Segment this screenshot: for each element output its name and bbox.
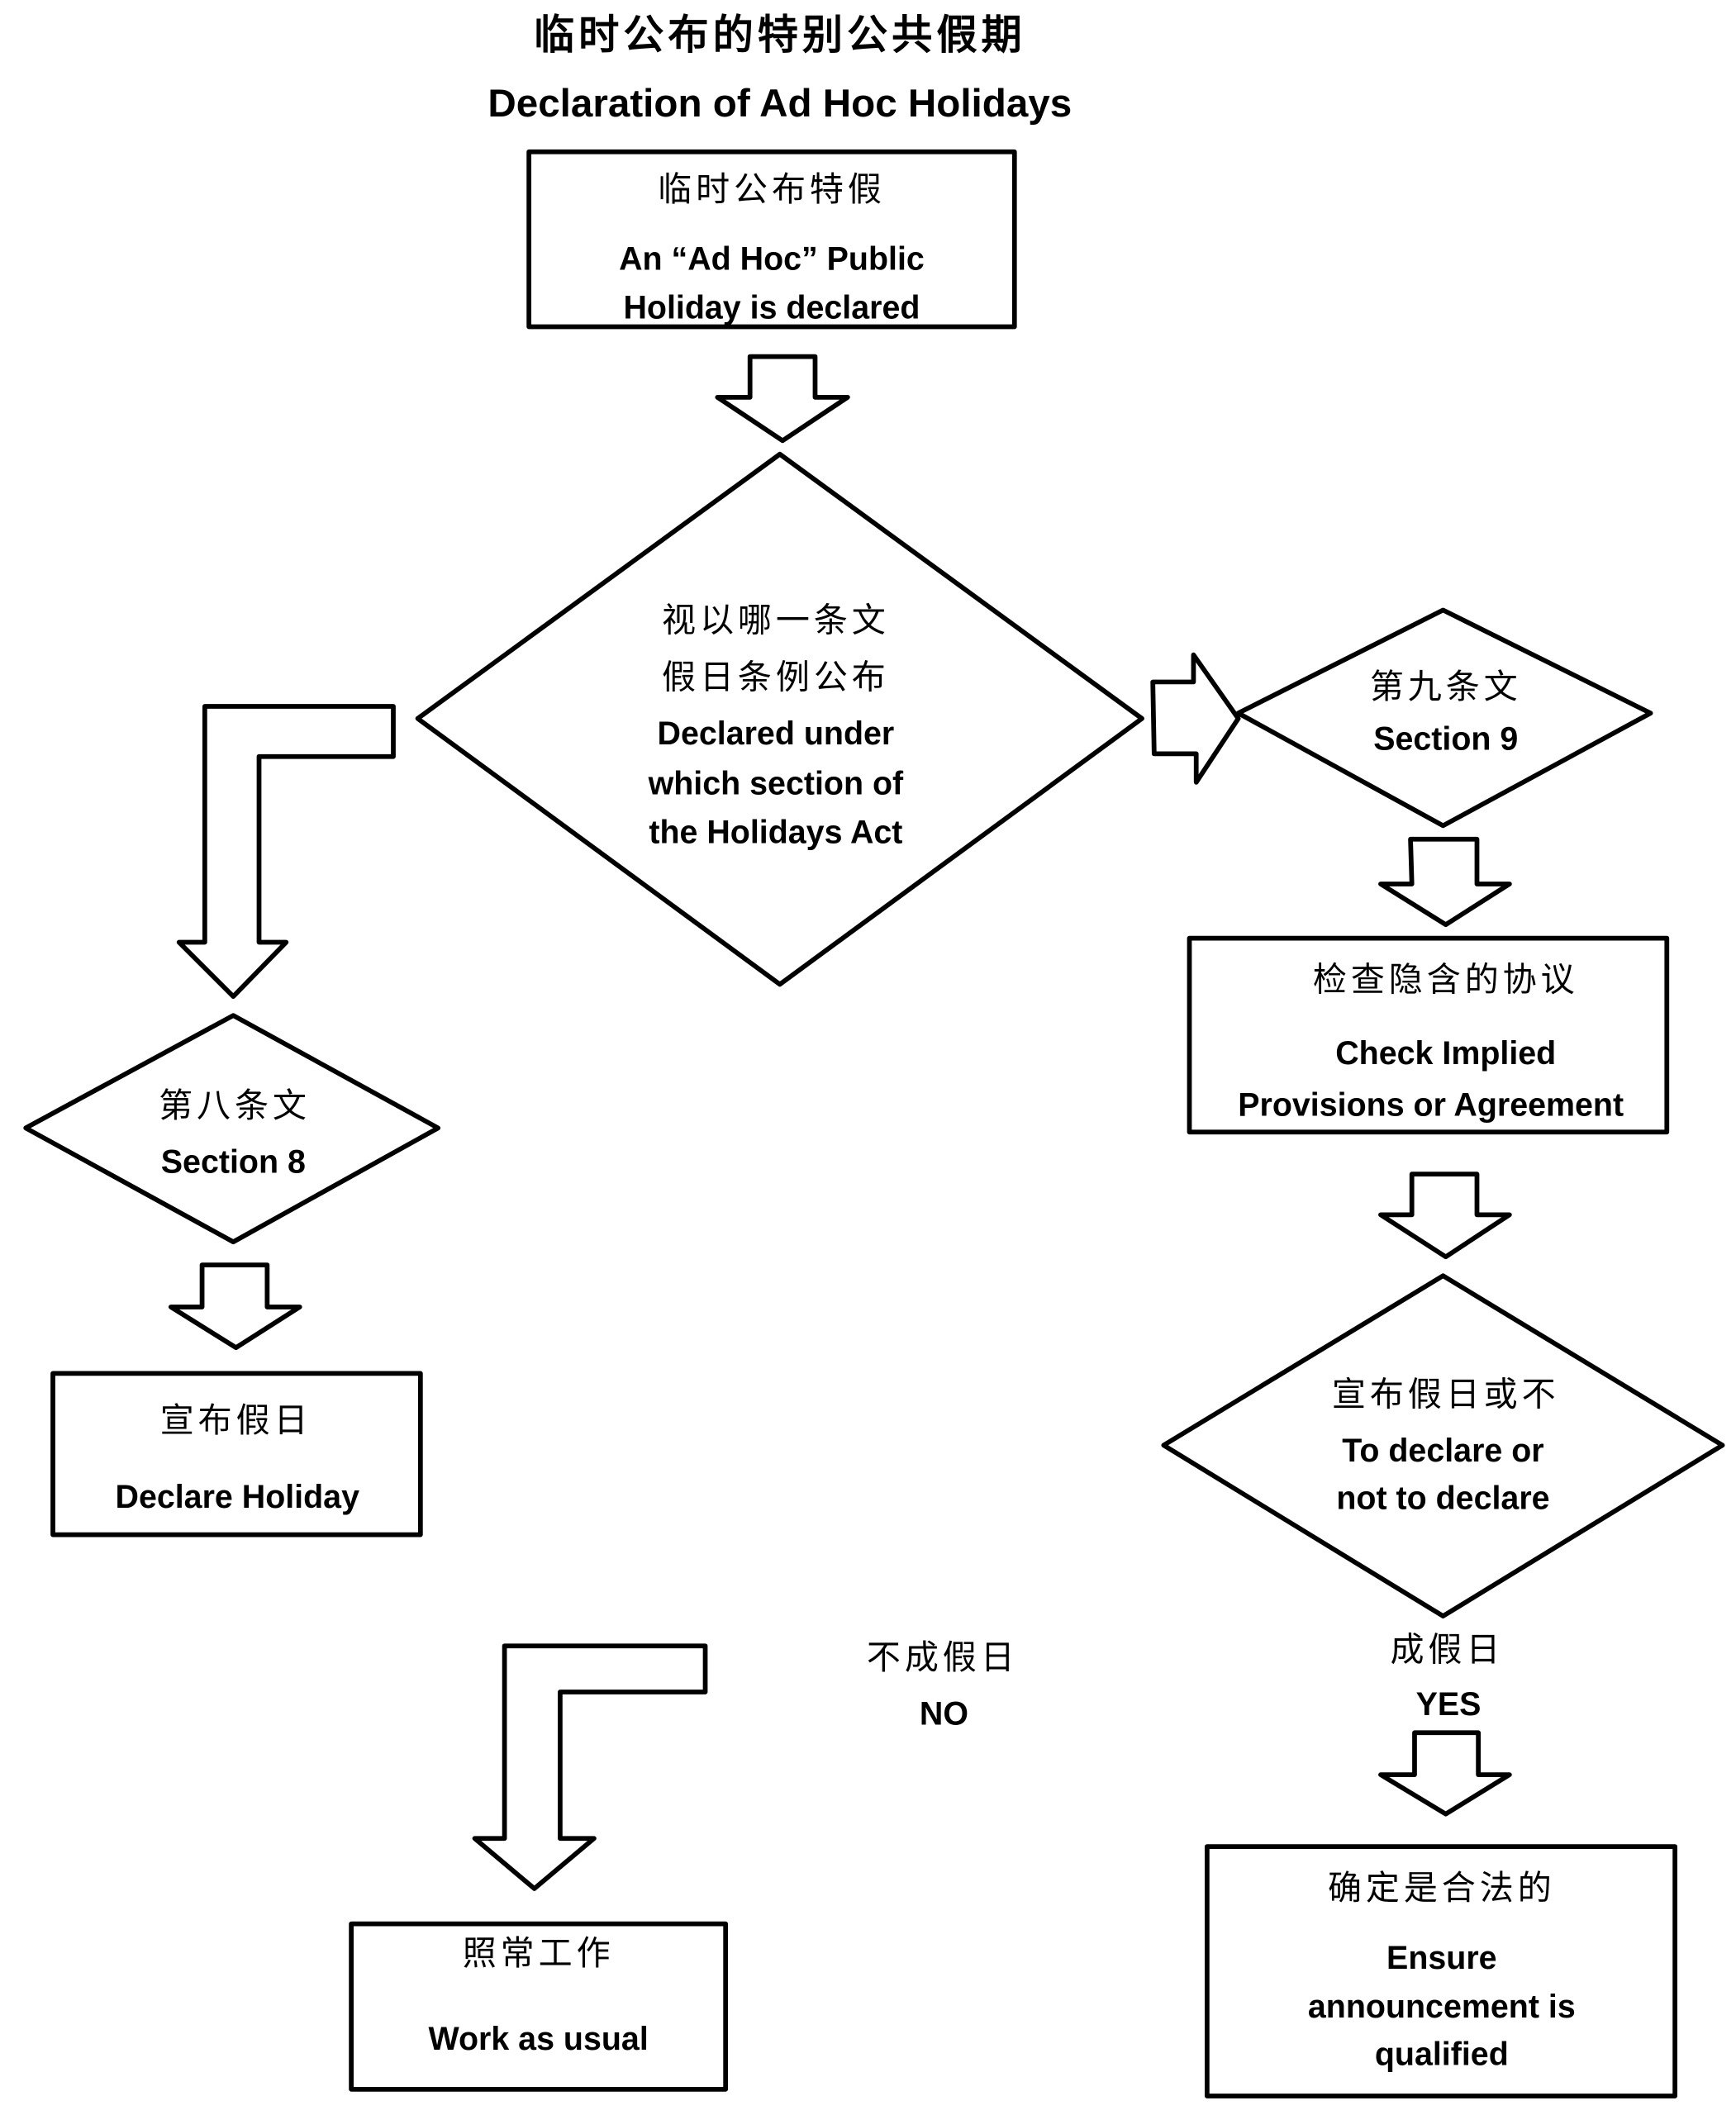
title-english: Declaration of Ad Hoc Holidays xyxy=(488,82,1072,126)
arrow-down-icon xyxy=(1378,836,1512,928)
ensure-qualified-en-line1: Ensure xyxy=(1386,1940,1497,1976)
check-implied-box xyxy=(1187,935,1670,1135)
work-as-usual-box xyxy=(349,1921,729,2092)
section-9-en: Section 9 xyxy=(1373,720,1518,757)
arrow-elbow-down-icon xyxy=(176,704,396,1000)
node-section-8: 第八条文 Section 8 xyxy=(23,1013,441,1245)
declare-holiday-box xyxy=(50,1371,423,1538)
which-section-en-line1: Declared under xyxy=(658,715,895,752)
yes-label-en: YES xyxy=(1416,1686,1482,1723)
start-en-line2: Holiday is declared xyxy=(623,290,920,326)
section-9-zh: 第九条文 xyxy=(1370,667,1522,706)
node-start: 临时公布特假 An “Ad Hoc” Public Holiday is dec… xyxy=(526,149,1017,330)
start-en-line1: An “Ad Hoc” Public xyxy=(619,241,925,278)
node-section-9: 第九条文 Section 9 xyxy=(1235,607,1653,829)
section-9-diamond xyxy=(1235,607,1653,829)
node-check-implied: 检查隐含的协议 Check Implied Provisions or Agre… xyxy=(1187,935,1670,1135)
declare-holiday-en: Declare Holiday xyxy=(116,1479,360,1515)
to-declare-en-line1: To declare or xyxy=(1342,1433,1543,1469)
to-declare-en-line2: not to declare xyxy=(1336,1480,1549,1516)
start-zh: 临时公布特假 xyxy=(658,169,886,209)
start-box xyxy=(526,149,1017,330)
ensure-qualified-box xyxy=(1204,1844,1678,2098)
to-declare-diamond xyxy=(1161,1273,1725,1618)
arrow-down-icon xyxy=(1378,1172,1512,1260)
arrow-down-icon xyxy=(168,1262,302,1351)
no-label-en: NO xyxy=(920,1695,968,1732)
node-work-as-usual: 照常工作 Work as usual xyxy=(349,1921,729,2092)
declare-holiday-zh: 宣布假日 xyxy=(160,1400,312,1440)
node-which-section: 视以哪一条文 假日条例公布 Declared under which secti… xyxy=(415,451,1144,987)
work-as-usual-en: Work as usual xyxy=(428,2021,648,2057)
node-ensure-qualified: 确定是合法的 Ensure announcement is qualified xyxy=(1204,1844,1678,2098)
which-section-en-line2: which section of xyxy=(648,766,904,802)
section-8-en: Section 8 xyxy=(161,1143,306,1180)
arrow-right-icon xyxy=(1150,652,1241,785)
title-chinese: 临时公布的特别公共假期 xyxy=(534,11,1026,59)
which-section-zh-line2: 假日条例公布 xyxy=(662,658,890,697)
check-implied-zh: 检查隐含的协议 xyxy=(1313,960,1579,1000)
work-as-usual-zh: 照常工作 xyxy=(463,1933,615,1973)
to-declare-zh: 宣布假日或不 xyxy=(1332,1375,1560,1414)
section-8-zh: 第八条文 xyxy=(159,1086,311,1125)
arrow-down-icon xyxy=(1378,1730,1512,1817)
ensure-qualified-en-line2: announcement is xyxy=(1308,1989,1576,2025)
arrow-down-icon xyxy=(715,354,850,444)
which-section-en-line3: the Holidays Act xyxy=(649,815,902,851)
node-declare-holiday: 宣布假日 Declare Holiday xyxy=(50,1371,423,1538)
yes-label-zh: 成假日 xyxy=(1390,1629,1504,1669)
no-label-zh: 不成假日 xyxy=(867,1637,1019,1677)
ensure-qualified-en-line3: qualified xyxy=(1375,2036,1509,2072)
ensure-qualified-zh: 确定是合法的 xyxy=(1328,1868,1556,1908)
section-8-diamond xyxy=(23,1013,441,1245)
node-to-declare: 宣布假日或不 To declare or not to declare xyxy=(1161,1273,1725,1618)
decision-diamond xyxy=(415,451,1144,987)
arrow-elbow-down-icon xyxy=(472,1643,708,1891)
check-implied-en-line2: Provisions or Agreement xyxy=(1238,1087,1624,1124)
which-section-zh-line1: 视以哪一条文 xyxy=(662,601,890,640)
check-implied-en-line1: Check Implied xyxy=(1335,1035,1556,1072)
